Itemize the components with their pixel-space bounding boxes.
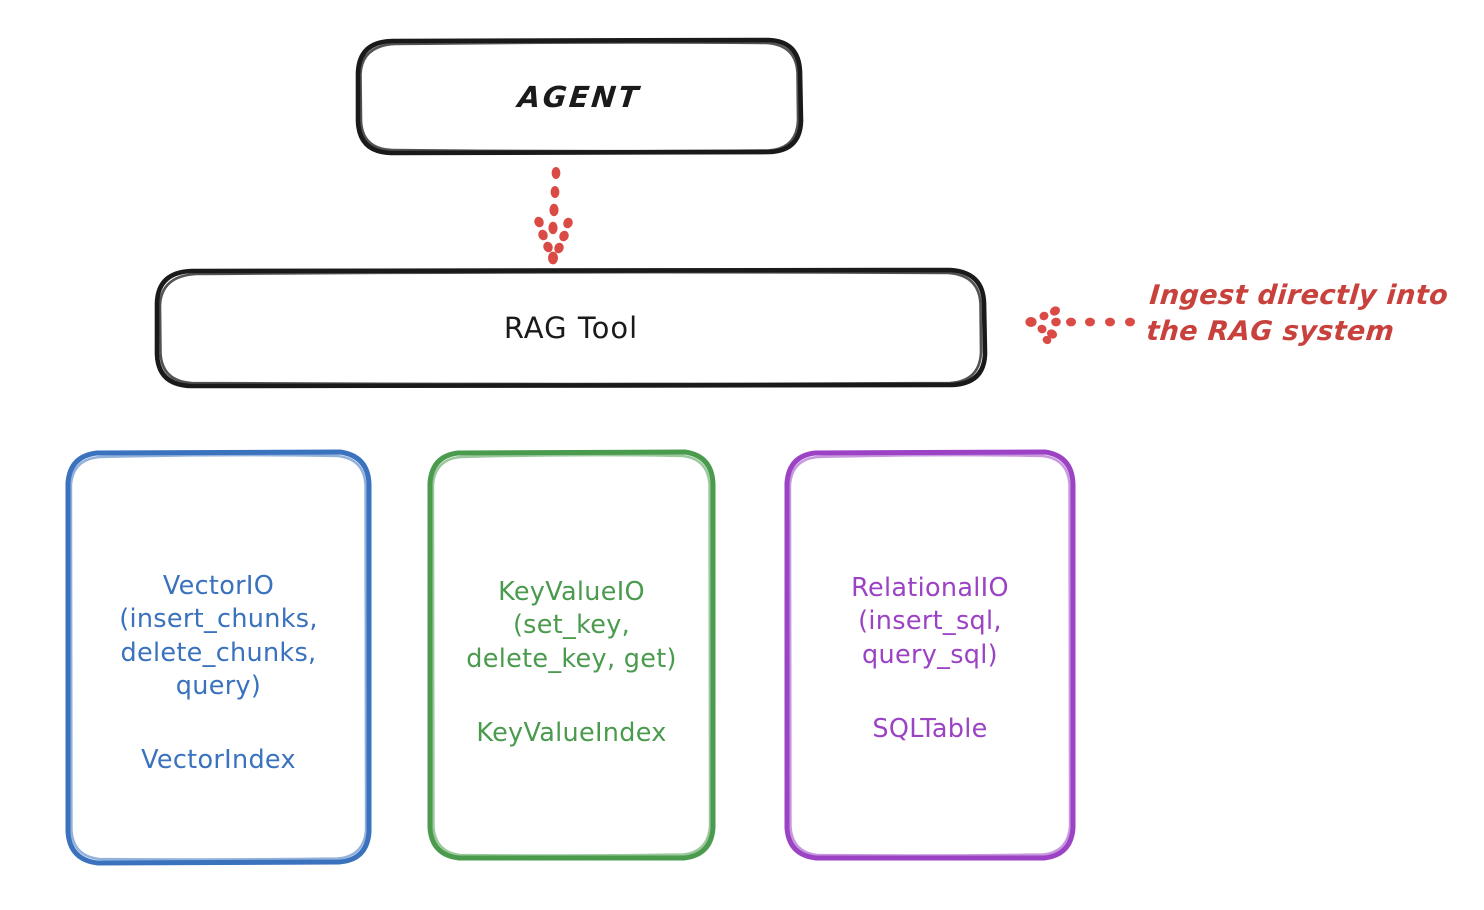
vector-io-text-stack: VectorIO (insert_chunks, delete_chunks, …	[119, 570, 318, 775]
node-agent-label: AGENT	[516, 79, 643, 114]
agent-to-ragtool-connector	[534, 167, 573, 265]
vector-io-subtitle: VectorIndex	[141, 744, 296, 775]
node-key-value-io[interactable]: KeyValueIO (set_key, delete_key, get) Ke…	[430, 452, 713, 858]
node-rag-tool-label: RAG Tool	[503, 311, 639, 345]
relational-io-text-stack: RelationalIO (insert_sql, query_sql) SQL…	[851, 572, 1009, 743]
relational-io-title: RelationalIO (insert_sql, query_sql)	[851, 573, 1009, 670]
node-rag-tool[interactable]: RAG Tool	[157, 270, 985, 386]
key-value-io-title: KeyValueIO (set_key, delete_key, get)	[466, 577, 677, 674]
relational-io-card-outline	[784, 449, 1076, 861]
annotation-ingest: Ingest directly into the RAG system	[1145, 280, 1450, 347]
node-relational-io[interactable]: RelationalIO (insert_sql, query_sql) SQL…	[787, 452, 1073, 858]
key-value-io-card-outline	[427, 449, 716, 861]
key-value-io-subtitle: KeyValueIndex	[476, 717, 667, 748]
vector-io-title: VectorIO (insert_chunks, delete_chunks, …	[119, 571, 318, 701]
rag-tool-box-outline	[154, 267, 988, 389]
key-value-io-text-stack: KeyValueIO (set_key, delete_key, get) Ke…	[466, 576, 677, 747]
relational-io-subtitle: SQLTable	[872, 713, 988, 744]
vector-io-card-outline	[65, 449, 372, 866]
ingest-to-ragtool-connector	[1025, 306, 1135, 345]
agent-box-outline	[355, 37, 804, 156]
node-agent[interactable]: AGENT	[358, 40, 801, 153]
node-vector-io[interactable]: VectorIO (insert_chunks, delete_chunks, …	[68, 452, 369, 863]
